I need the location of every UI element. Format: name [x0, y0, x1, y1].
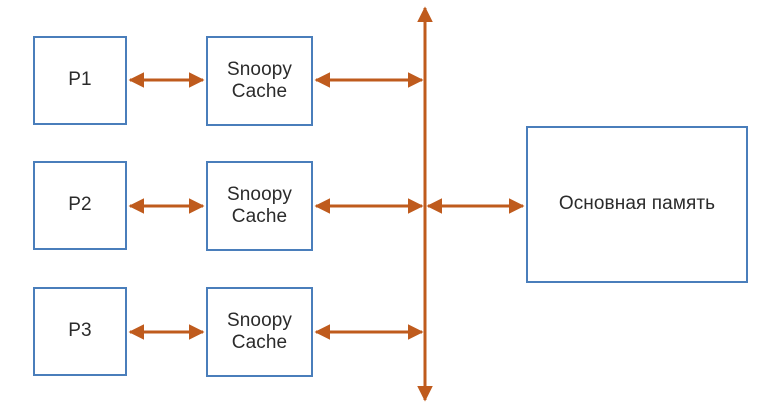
connector-group: [128, 72, 525, 340]
processor-box-p1-label: P1: [68, 69, 92, 91]
processor-box-p2-label: P2: [68, 194, 92, 216]
snoopy-cache-box-cache3[interactable]: Snoopy Cache: [206, 287, 313, 377]
main-memory-box-label: Основная память: [558, 193, 716, 215]
processor-box-p3[interactable]: P3: [33, 287, 127, 376]
main-memory-box[interactable]: Основная память: [526, 126, 748, 283]
snoopy-cache-box-cache1-label: Snoopy Cache: [226, 58, 293, 102]
processor-box-p1[interactable]: P1: [33, 36, 127, 125]
snoopy-cache-box-cache1[interactable]: Snoopy Cache: [206, 36, 313, 126]
processor-box-p2[interactable]: P2: [33, 161, 127, 250]
snoopy-cache-box-cache2[interactable]: Snoopy Cache: [206, 161, 313, 251]
snoopy-cache-box-cache2-label: Snoopy Cache: [226, 183, 293, 227]
snoopy-cache-box-cache3-label: Snoopy Cache: [226, 309, 293, 353]
processor-box-p3-label: P3: [68, 320, 92, 342]
